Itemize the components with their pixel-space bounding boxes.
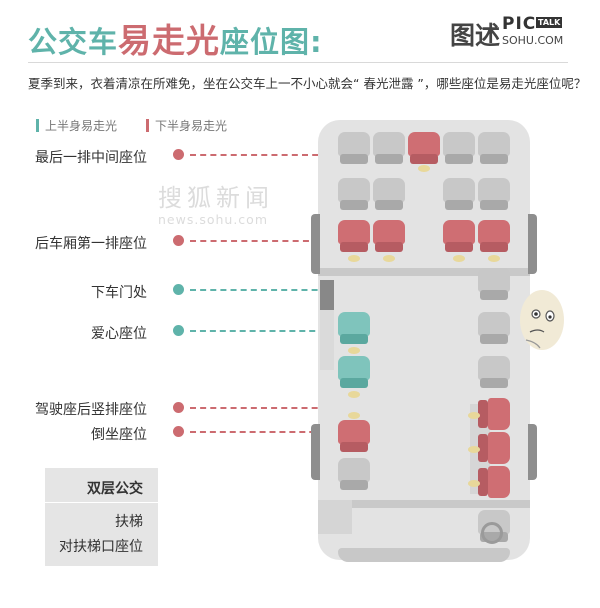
front-right-wheel xyxy=(528,424,537,480)
bus-floorplan xyxy=(318,120,530,562)
label-last-row-middle: 最后一排中间座位 xyxy=(35,150,147,166)
seat-priority xyxy=(338,312,370,344)
title-part-2: 易走光 xyxy=(118,21,221,60)
watermark-en: news.sohu.com xyxy=(158,212,268,227)
foot-marker xyxy=(348,255,360,262)
front-left-wheel xyxy=(311,424,320,480)
seat-rear-first-row xyxy=(373,220,405,252)
seat xyxy=(443,178,475,210)
double-decker-divider xyxy=(45,502,158,503)
peeking-face-icon xyxy=(520,290,564,350)
watermark-cn: 搜狐新闻 xyxy=(158,184,274,212)
rear-left-wheel xyxy=(311,214,320,274)
marker-dot-rear-first-row xyxy=(173,235,184,246)
leader-line-priority-seat xyxy=(190,330,355,332)
foot-marker xyxy=(418,165,430,172)
logo-mark: 图述 xyxy=(450,21,501,50)
label-behind-driver: 驾驶座后竖排座位 xyxy=(35,402,147,418)
page-title: 公交车易走光座位图: xyxy=(28,14,323,62)
logo-talk: TALK xyxy=(536,17,563,28)
seat xyxy=(338,178,370,210)
exit-door xyxy=(320,280,334,312)
foot-marker xyxy=(468,480,480,487)
legend-upper-label: 上半身易走光 xyxy=(45,119,118,133)
seat xyxy=(478,356,510,388)
steering-wheel-icon xyxy=(481,522,503,544)
double-decker-stairs-seat: 对扶梯口座位 xyxy=(59,539,143,555)
foot-marker xyxy=(468,412,480,419)
double-decker-heading: 双层公交 xyxy=(87,481,143,497)
legend-lower-label: 下半身易走光 xyxy=(155,119,228,133)
title-part-3: 座位图: xyxy=(220,25,323,59)
legend-upper-swatch xyxy=(36,119,39,132)
seat xyxy=(338,458,370,490)
label-priority-seat: 爱心座位 xyxy=(91,326,147,342)
seat-rear-first-row xyxy=(443,220,475,252)
marker-dot-last-row xyxy=(173,149,184,160)
double-decker-box: 双层公交 扶梯 对扶梯口座位 xyxy=(45,468,158,566)
subtitle: 夏季到来，衣着清凉在所难免，坐在公交车上一不小心就会“ 春光泄露 ”，哪些座位是… xyxy=(28,76,587,91)
title-part-1: 公交车 xyxy=(28,25,119,59)
seat-priority xyxy=(338,356,370,388)
seat-rear-first-row xyxy=(338,220,370,252)
leader-line-last-row xyxy=(190,154,420,156)
rear-compartment-step xyxy=(318,268,530,276)
seat-behind-driver xyxy=(478,398,510,430)
exit-door-well xyxy=(320,310,334,370)
logo-pic: PIC xyxy=(502,14,537,34)
seat xyxy=(478,268,510,300)
double-decker-stairs: 扶梯 xyxy=(115,514,143,530)
foot-marker xyxy=(453,255,465,262)
marker-dot-behind-driver xyxy=(173,402,184,413)
leader-line-rear-facing xyxy=(190,431,355,433)
seat xyxy=(478,312,510,344)
seat-last-row-middle xyxy=(408,132,440,164)
seat-rear-first-row xyxy=(478,220,510,252)
label-rear-first-row: 后车厢第一排座位 xyxy=(35,236,147,252)
windshield xyxy=(338,548,510,562)
seat-rear-facing xyxy=(338,420,370,452)
marker-dot-priority-seat xyxy=(173,325,184,336)
seat-behind-driver xyxy=(478,466,510,498)
seat xyxy=(478,132,510,164)
leader-line-rear-first-row xyxy=(190,240,350,242)
foot-marker xyxy=(488,255,500,262)
foot-marker xyxy=(348,391,360,398)
marker-dot-exit-door xyxy=(173,284,184,295)
seat xyxy=(373,132,405,164)
label-exit-door: 下车门处 xyxy=(91,285,147,301)
legend-upper: 上半身易走光 xyxy=(36,117,117,134)
front-entrance xyxy=(318,500,352,534)
front-compartment-step xyxy=(318,500,530,508)
seat xyxy=(373,178,405,210)
legend-lower-swatch xyxy=(146,119,149,132)
label-rear-facing: 倒坐座位 xyxy=(91,427,147,443)
seat xyxy=(338,132,370,164)
logo-site: SOHU.COM xyxy=(502,34,564,47)
seat xyxy=(478,178,510,210)
foot-marker xyxy=(348,347,360,354)
seat-behind-driver xyxy=(478,432,510,464)
foot-marker xyxy=(348,412,360,419)
seat xyxy=(443,132,475,164)
foot-marker xyxy=(468,446,480,453)
marker-dot-rear-facing xyxy=(173,426,184,437)
foot-marker xyxy=(383,255,395,262)
pictalk-logo: 图述 PIC TALK SOHU.COM xyxy=(450,14,570,50)
title-divider xyxy=(28,62,568,63)
legend-lower: 下半身易走光 xyxy=(146,117,227,134)
rear-right-wheel xyxy=(528,214,537,274)
